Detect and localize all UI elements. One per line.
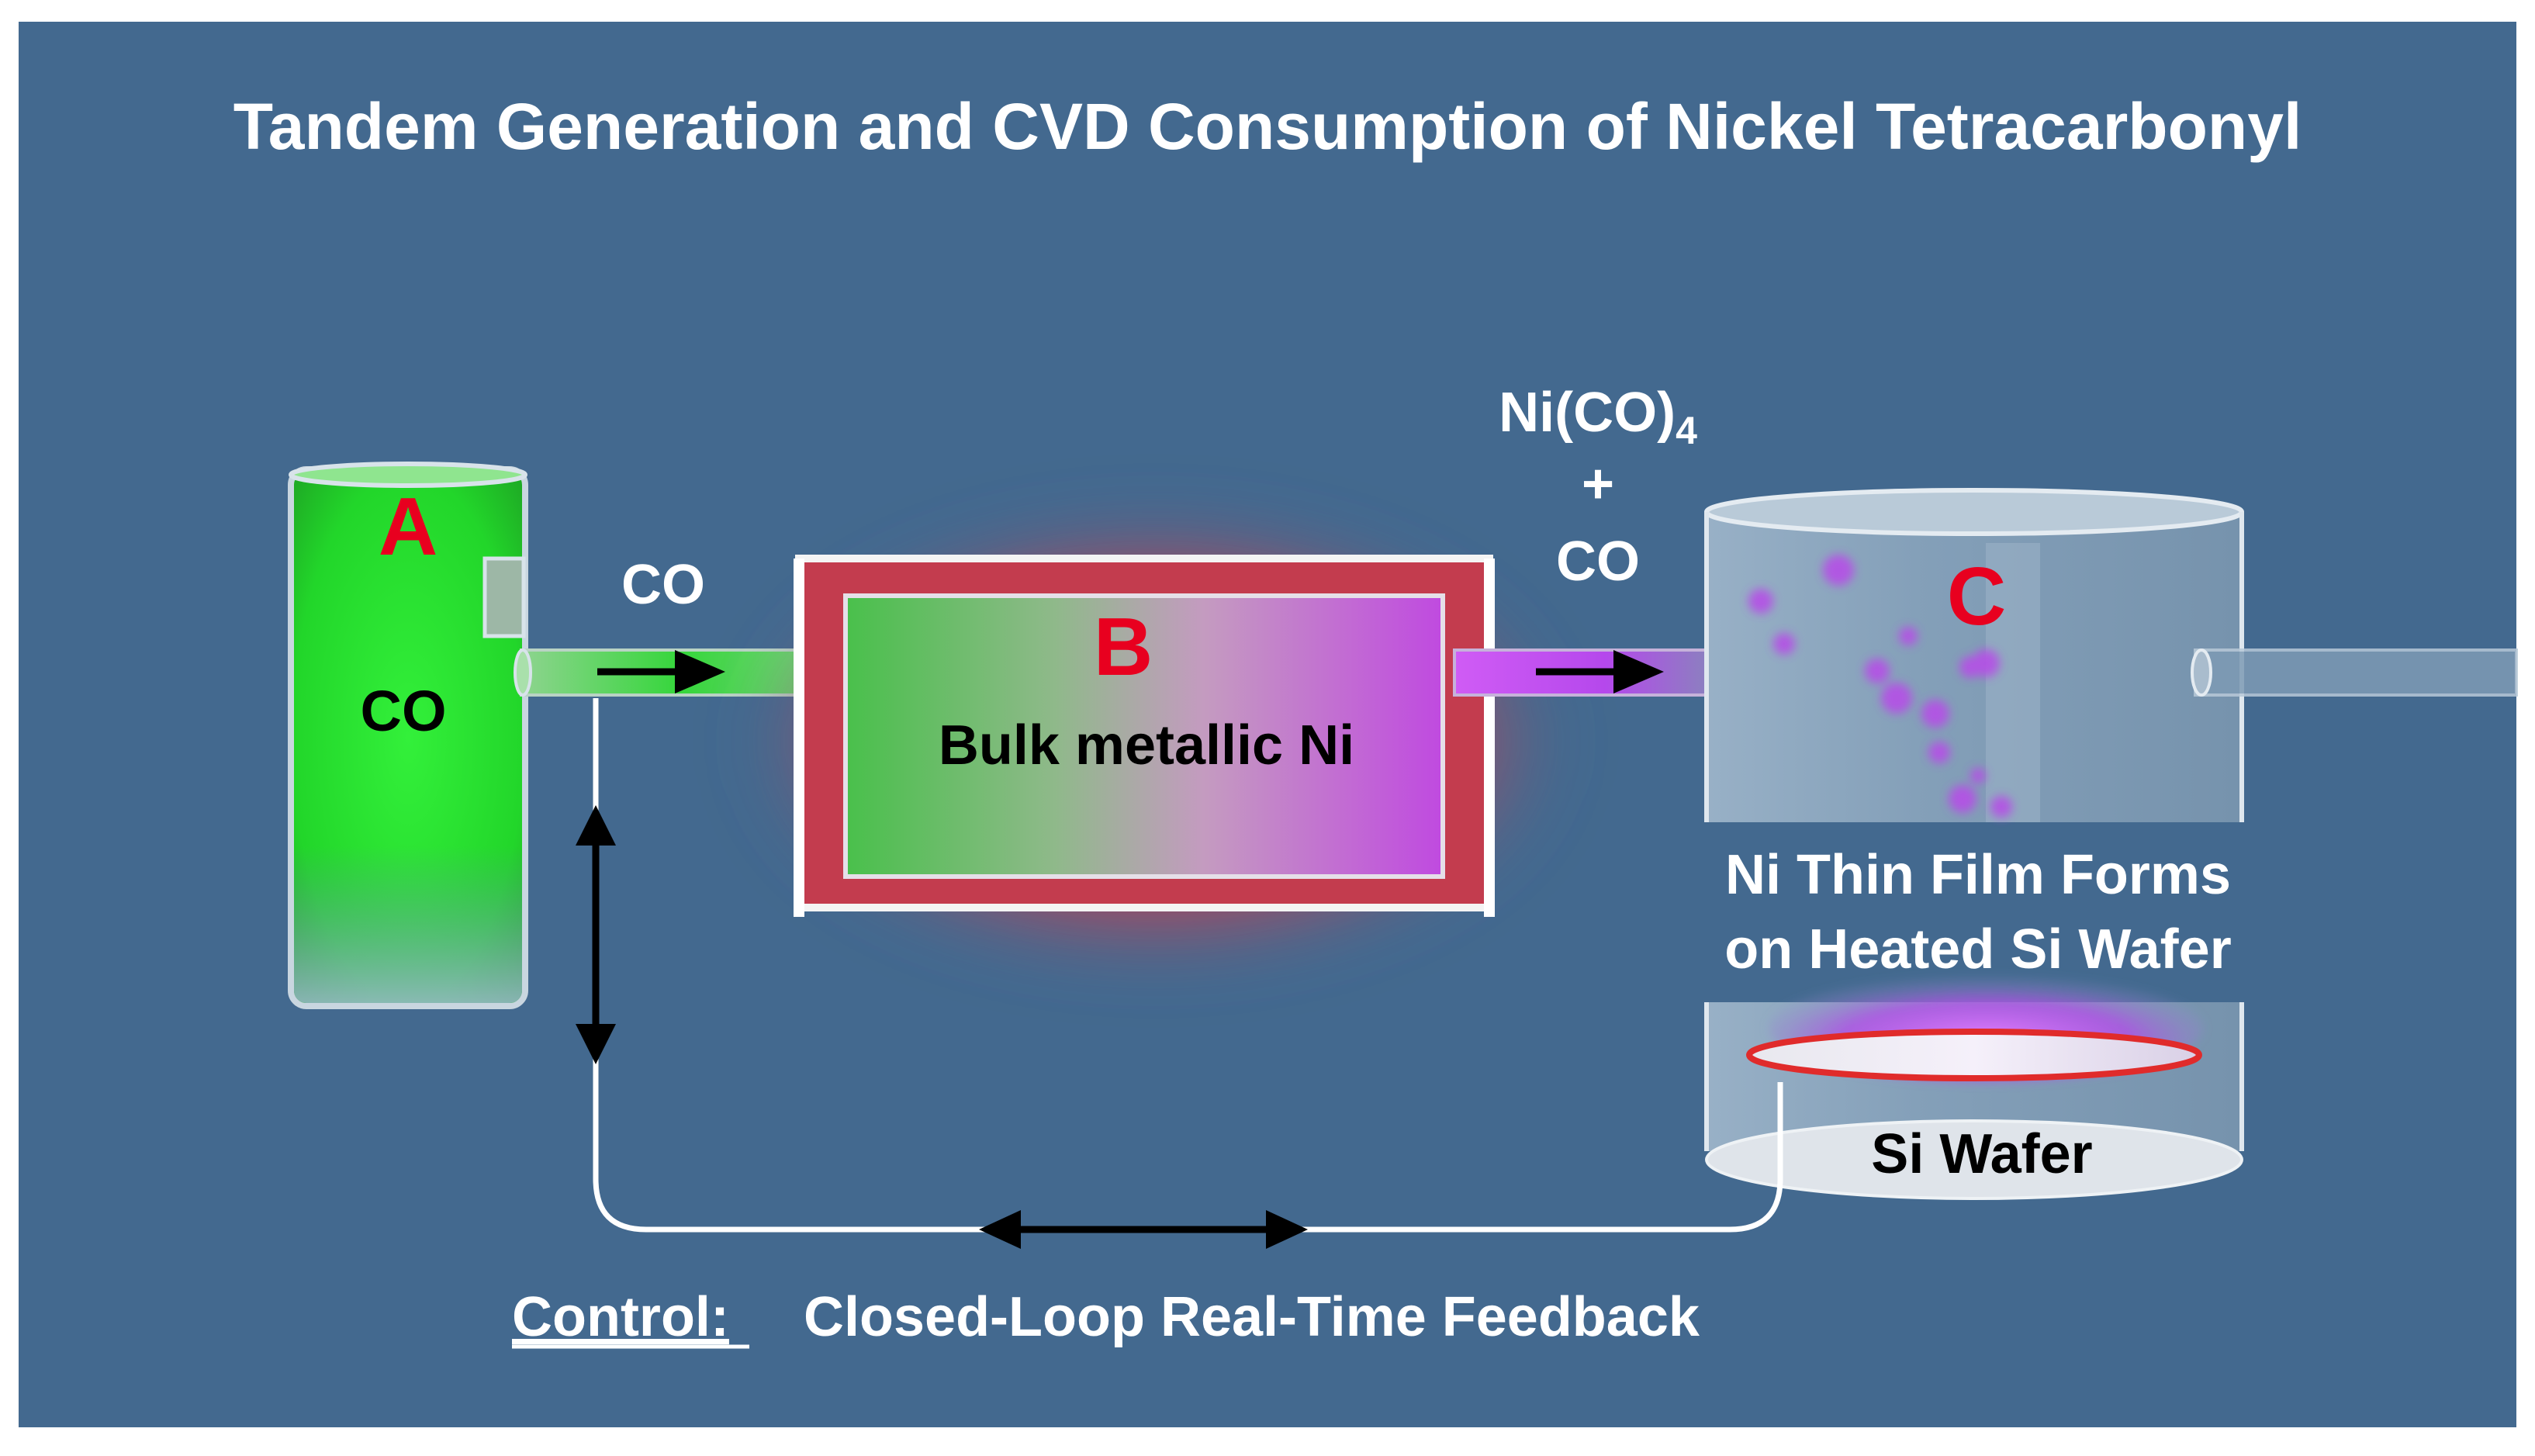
- double-arrow-icon: [979, 1210, 1308, 1249]
- vessel-a: A CO: [288, 462, 528, 1009]
- flow-arrow-icon: [597, 650, 725, 693]
- control-description: Closed-Loop Real-Time Feedback: [804, 1286, 1700, 1348]
- feedback-loop: [576, 698, 1783, 1249]
- chamber-c-letter: C: [1947, 551, 2007, 642]
- tube-ab-label: CO: [621, 554, 705, 616]
- double-arrow-icon: [576, 805, 616, 1064]
- reactor-b-letter: B: [1094, 601, 1153, 693]
- vessel-a-content: CO: [361, 679, 447, 743]
- chamber-c-caption-line2: on Heated Si Wafer: [1724, 918, 2231, 980]
- reactor-b: B Bulk metallic Ni: [745, 512, 1567, 970]
- vessel-a-letter: A: [379, 481, 438, 572]
- tube-bc-label-line2: +: [1582, 453, 1614, 515]
- reactor-b-content: Bulk metallic Ni: [939, 714, 1354, 776]
- diagram-title: Tandem Generation and CVD Consumption of…: [233, 90, 2302, 163]
- chamber-c: C Ni Thin Film Forms on Heated Si Wafer …: [1704, 488, 2518, 1200]
- chamber-c-caption-line1: Ni Thin Film Forms: [1725, 844, 2231, 906]
- wafer-label: Si Wafer: [1871, 1123, 2092, 1185]
- tube-b-to-c: Ni(CO)4 + CO: [1453, 382, 1708, 697]
- tube-bc-label-line1: Ni(CO)4: [1499, 382, 1697, 452]
- flow-arrow-icon: [1536, 650, 1664, 693]
- tube-bc-label-line3: CO: [1556, 531, 1640, 593]
- control-label: Control:: [512, 1286, 729, 1348]
- purple-vapor: [1748, 555, 2012, 818]
